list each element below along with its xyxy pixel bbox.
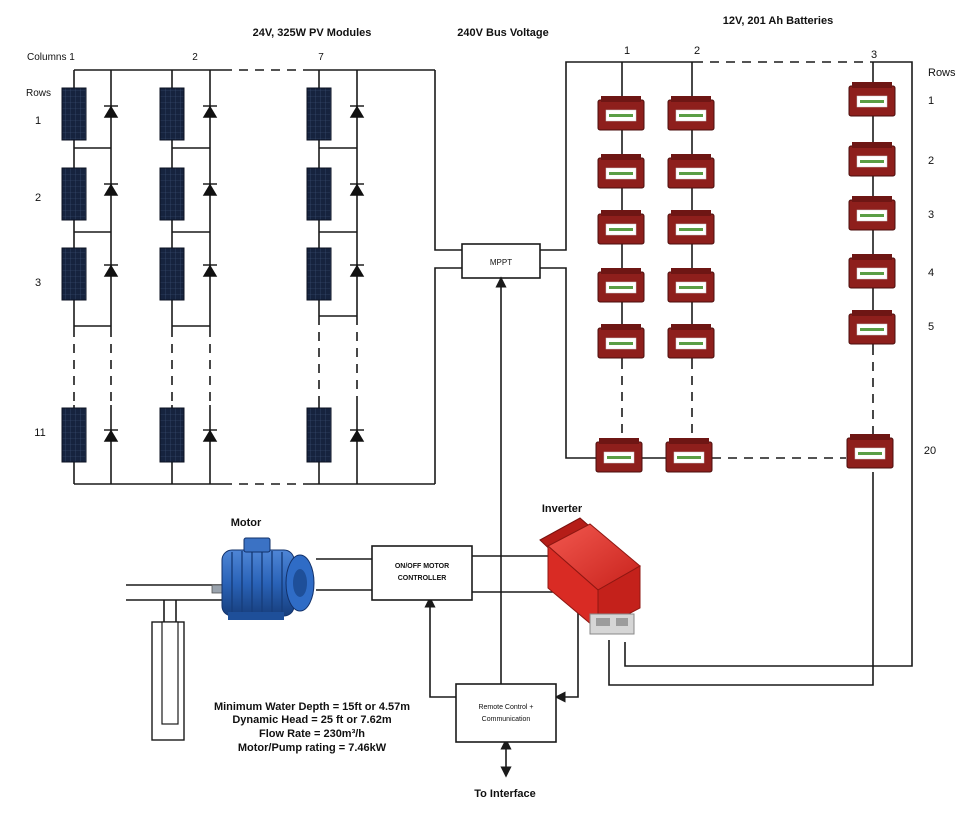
motor-icon <box>211 537 315 620</box>
mppt-label: MPPT <box>490 258 512 267</box>
well-casing <box>151 621 185 741</box>
battery-icon <box>667 210 715 245</box>
battery-icon <box>597 268 645 303</box>
battery-row-20-label: 20 <box>924 445 936 457</box>
battery-row-2-label: 2 <box>928 155 934 167</box>
battery-icon <box>848 196 896 231</box>
spec-flow-rate: Flow Rate = 230m³/h <box>259 728 365 740</box>
battery-icon <box>848 310 896 345</box>
battery-column-2-label: 2 <box>694 45 700 57</box>
pump-specs: Minimum Water Depth = 15ft or 4.57m Dyna… <box>214 701 410 754</box>
pv-module <box>159 87 185 141</box>
spec-dynamic-head: Dynamic Head = 25 ft or 7.62m <box>232 714 391 726</box>
pv-module <box>159 167 185 221</box>
battery-icon <box>597 96 645 131</box>
battery-row-4-label: 4 <box>928 267 934 279</box>
battery-column-1-label: 1 <box>624 45 630 57</box>
battery-group <box>595 82 896 473</box>
motor-controller-line-2: CONTROLLER <box>398 575 447 582</box>
battery-icon <box>667 154 715 189</box>
bypass-diode-group <box>103 105 365 442</box>
bypass-diode-icon <box>349 264 365 277</box>
bypass-diode-icon <box>103 105 119 118</box>
to-interface-label: To Interface <box>474 788 536 800</box>
battery-icon <box>667 96 715 131</box>
battery-icon <box>846 434 894 469</box>
control-wiring <box>126 276 579 778</box>
battery-icon <box>667 268 715 303</box>
bypass-diode-icon <box>202 183 218 196</box>
battery-row-3-label: 3 <box>928 209 934 221</box>
battery-icon <box>848 142 896 177</box>
battery-icon <box>848 254 896 289</box>
battery-row-5-label: 5 <box>928 321 934 333</box>
battery-rows-label: Rows <box>928 67 956 79</box>
battery-row-1-label: 1 <box>928 95 934 107</box>
pv-module <box>61 247 87 301</box>
bus-voltage-title: 240V Bus Voltage <box>457 27 549 39</box>
pv-module <box>159 247 185 301</box>
pv-row-11-label: 11 <box>34 427 45 439</box>
battery-icon <box>597 324 645 359</box>
remote-control-line-1: Remote Control + <box>478 704 533 711</box>
spec-min-water-depth: Minimum Water Depth = 15ft or 4.57m <box>214 701 410 713</box>
motor-controller-line-1: ON/OFF MOTOR <box>395 563 449 570</box>
motor-controller-block: ON/OFF MOTOR CONTROLLER <box>371 545 473 601</box>
remote-control-line-2: Communication <box>482 716 531 723</box>
bypass-diode-icon <box>349 183 365 196</box>
battery-icon <box>595 438 643 473</box>
battery-icon <box>667 324 715 359</box>
pv-module <box>306 247 332 301</box>
bypass-diode-icon <box>349 429 365 442</box>
motor-label: Motor <box>231 517 262 529</box>
pv-columns-label: Columns 1 <box>27 52 75 63</box>
pv-module <box>61 87 87 141</box>
pv-row-1-label: 1 <box>35 115 41 127</box>
bypass-diode-icon <box>103 264 119 277</box>
pv-module <box>61 167 87 221</box>
battery-column-3-label: 3 <box>871 49 877 61</box>
bypass-diode-icon <box>103 183 119 196</box>
bypass-diode-icon <box>202 105 218 118</box>
pv-modules-title: 24V, 325W PV Modules <box>253 27 372 39</box>
bypass-diode-icon <box>202 264 218 277</box>
pv-module <box>306 167 332 221</box>
bypass-diode-icon <box>103 429 119 442</box>
inverter-icon <box>539 517 641 635</box>
battery-icon <box>597 210 645 245</box>
battery-icon <box>665 438 713 473</box>
battery-icon <box>597 154 645 189</box>
pv-rows-label: Rows <box>26 88 51 99</box>
pv-column-7-label: 7 <box>318 52 324 63</box>
inverter-label: Inverter <box>542 503 583 515</box>
pv-row-2-label: 2 <box>35 192 41 204</box>
pv-module <box>306 87 332 141</box>
pv-module-group <box>61 87 332 463</box>
battery-icon <box>848 82 896 117</box>
spec-motor-rating: Motor/Pump rating = 7.46kW <box>238 742 387 754</box>
bypass-diode-icon <box>349 105 365 118</box>
pv-array-wiring <box>73 69 462 485</box>
pv-module <box>61 407 87 463</box>
pv-row-3-label: 3 <box>35 277 41 289</box>
batteries-title: 12V, 201 Ah Batteries <box>723 15 833 27</box>
pv-module <box>306 407 332 463</box>
pv-module <box>159 407 185 463</box>
pv-column-2-label: 2 <box>192 52 198 63</box>
bypass-diode-icon <box>202 429 218 442</box>
remote-control-block: Remote Control + Communication <box>455 683 557 743</box>
mppt-block: MPPT <box>461 243 541 279</box>
